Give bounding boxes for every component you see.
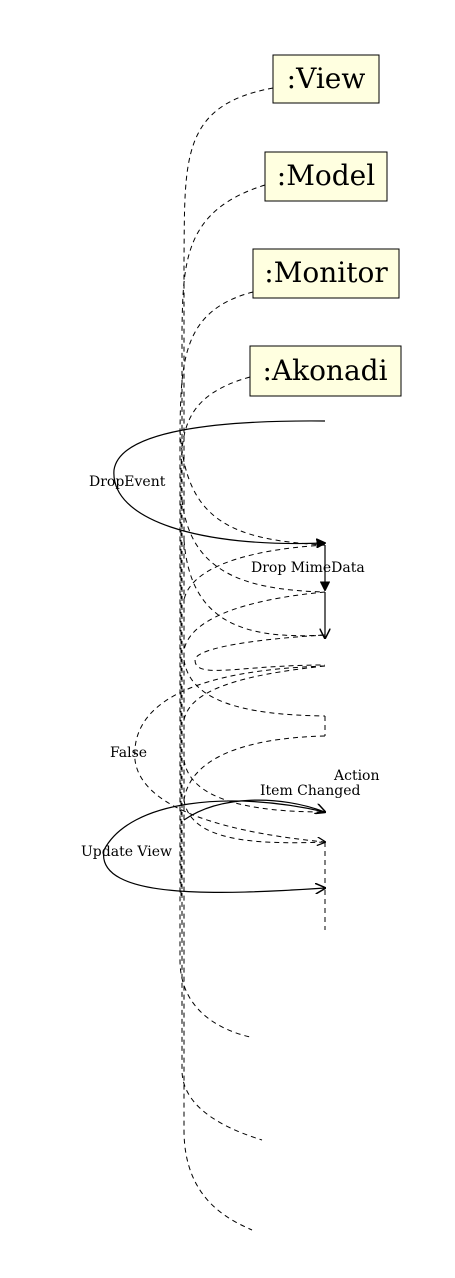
lifeline-model-label: :Model xyxy=(277,159,375,192)
lifeline-akonadi[interactable]: :Akonadi xyxy=(249,345,402,397)
lifeline-akonadi-line xyxy=(180,376,251,900)
message-item-changed-path xyxy=(183,799,325,821)
dashed-link-4 xyxy=(183,544,326,601)
lifeline-view[interactable]: :View xyxy=(272,54,380,104)
label-false: False xyxy=(110,745,147,761)
message-false-path xyxy=(134,665,325,842)
lifeline-view-box xyxy=(272,54,380,104)
lifeline-monitor-label: :Monitor xyxy=(264,256,388,289)
dashed-link-3 xyxy=(183,539,326,637)
lifeline-view-line xyxy=(183,87,274,1231)
dashed-link-1 xyxy=(179,429,326,546)
lifeline-monitor[interactable]: :Monitor xyxy=(252,248,400,299)
dashed-link-6 xyxy=(194,634,326,671)
lifeline-akonadi-box xyxy=(249,345,402,397)
lifeline-view-label: :View xyxy=(287,62,366,95)
label-drop-mimedata: Drop MimeData xyxy=(251,560,365,576)
dashed-link-5 xyxy=(183,591,326,651)
lifeline-akonadi-label: :Akonadi xyxy=(262,354,387,387)
label-update-view: Update View xyxy=(81,844,172,860)
dashed-link-2 xyxy=(181,499,326,593)
dashed-link-8 xyxy=(183,659,326,717)
label-action: Action xyxy=(333,768,380,784)
message-dropevent-path xyxy=(113,420,325,544)
lifeline-model-line xyxy=(181,184,266,1141)
dashed-link-10 xyxy=(183,735,326,801)
dashed-link-12 xyxy=(183,799,326,844)
label-dropevent: DropEvent xyxy=(89,474,166,490)
label-item-changed: Item Changed xyxy=(260,783,361,799)
lifeline-monitor-box xyxy=(252,248,400,299)
message-update-view-path xyxy=(103,800,325,892)
lifeline-model-box xyxy=(264,151,388,202)
lifeline-model[interactable]: :Model xyxy=(264,151,388,202)
lifeline-monitor-line xyxy=(179,291,254,1038)
dashed-link-7 xyxy=(183,665,326,721)
